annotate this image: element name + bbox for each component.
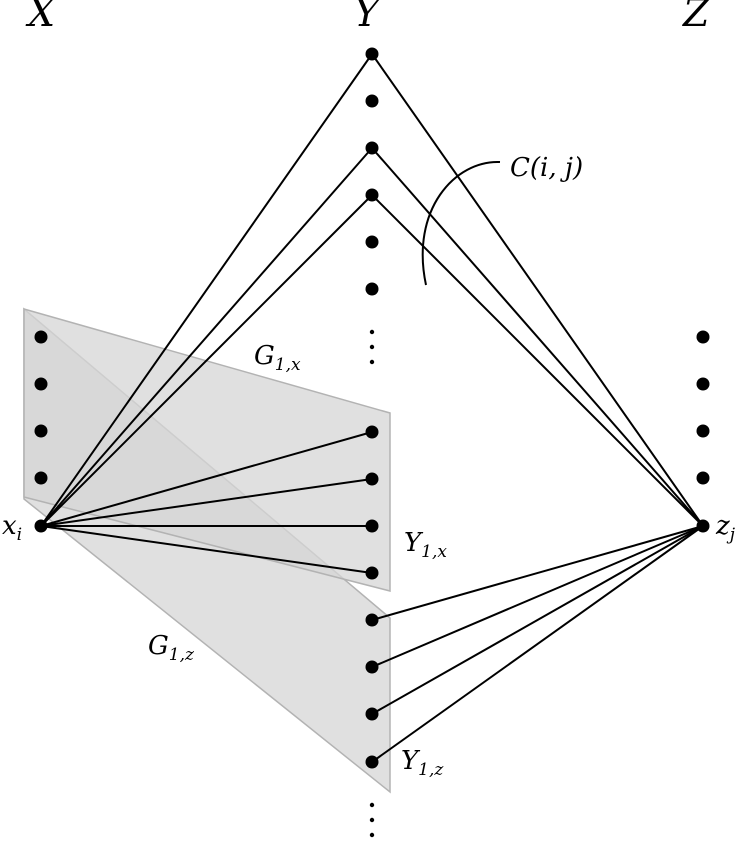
column-label-z: Z bbox=[682, 0, 710, 35]
y-vertex bbox=[365, 94, 379, 108]
edge-xi-y3 bbox=[40, 194, 373, 527]
column-label-y: Y bbox=[354, 0, 383, 35]
label-xi: xi bbox=[2, 511, 22, 545]
x-vertex bbox=[34, 471, 48, 485]
x-vertex bbox=[34, 424, 48, 438]
edge-zj-y2 bbox=[371, 147, 704, 527]
y1x-vertex bbox=[365, 425, 379, 439]
edge-xi-y1x-3 bbox=[40, 525, 373, 574]
edge-zj-y1z-1 bbox=[371, 525, 704, 668]
x-vertex bbox=[34, 377, 48, 391]
edge-xi-y1x-1 bbox=[40, 478, 373, 527]
y1z-vertex bbox=[365, 707, 379, 721]
label-c-ij: C(i, j) bbox=[510, 153, 583, 183]
y-vertex bbox=[365, 235, 379, 249]
column-label-x: X bbox=[25, 0, 57, 35]
edge-zj-y0 bbox=[371, 53, 704, 527]
y1x-vertex bbox=[365, 566, 379, 580]
y-vertex bbox=[365, 141, 379, 155]
x-vertex bbox=[34, 330, 48, 344]
z-vertex bbox=[696, 330, 710, 344]
y1z-vertex bbox=[365, 755, 379, 769]
y1z-vertex bbox=[365, 660, 379, 674]
vertex-zj bbox=[696, 519, 710, 533]
edge-xi-y1x-0 bbox=[40, 431, 373, 527]
edge-zj-y3 bbox=[371, 194, 704, 527]
plane-g1x bbox=[23, 308, 391, 592]
y1x-vertex bbox=[365, 519, 379, 533]
label-y1z: Y1,z bbox=[401, 746, 444, 780]
z-vertex bbox=[696, 424, 710, 438]
edge-zj-y1z-3 bbox=[371, 525, 704, 763]
label-y1x: Y1,x bbox=[404, 528, 447, 562]
label-g1x: G1,x bbox=[254, 341, 301, 375]
edge-zj-y1z-2 bbox=[371, 525, 704, 715]
y-vertical-ellipsis-lower bbox=[369, 802, 375, 838]
vertex-xi bbox=[34, 519, 48, 533]
c-ij-pointer-arc bbox=[421, 160, 501, 286]
label-g1z: G1,z bbox=[148, 631, 195, 665]
z-vertex bbox=[696, 377, 710, 391]
edge-xi-y2 bbox=[40, 147, 373, 527]
y-vertex bbox=[365, 282, 379, 296]
y-vertical-ellipsis-upper bbox=[369, 329, 375, 365]
edge-zj-y1z-0 bbox=[371, 525, 704, 621]
y-vertex bbox=[365, 188, 379, 202]
y1z-vertex bbox=[365, 613, 379, 627]
label-zj: zj bbox=[715, 511, 736, 545]
y1x-vertex bbox=[365, 472, 379, 486]
y-vertex bbox=[365, 47, 379, 61]
edge-xi-y0 bbox=[40, 53, 373, 527]
z-vertex bbox=[696, 471, 710, 485]
